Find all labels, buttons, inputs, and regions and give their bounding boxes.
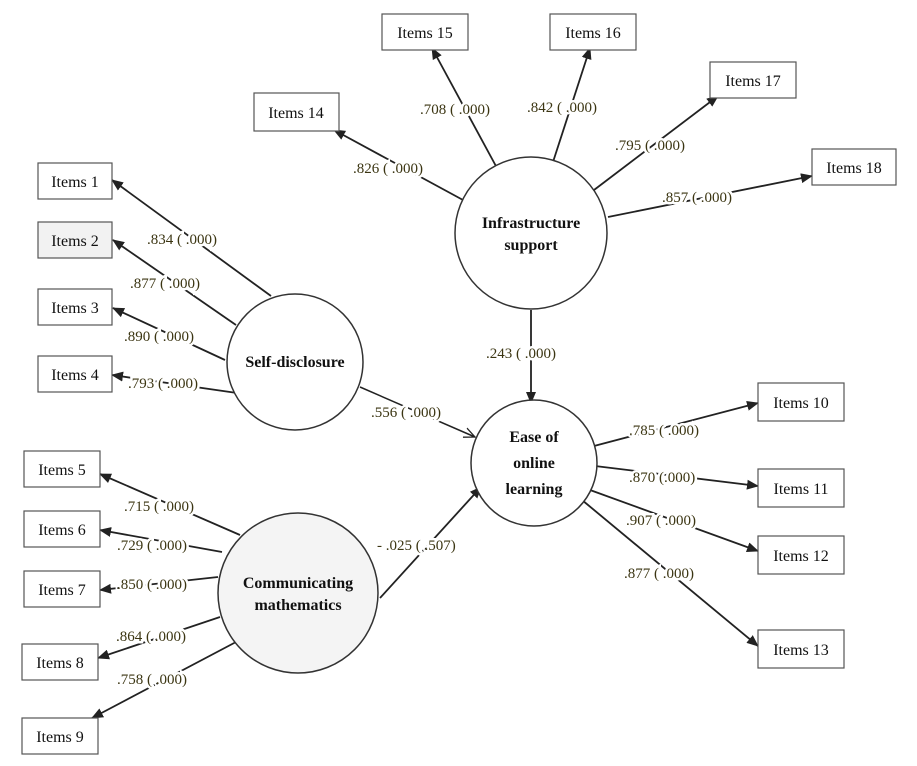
item-label: Items 7 bbox=[38, 582, 86, 599]
item-box-17: Items 17 bbox=[709, 61, 797, 99]
item-label: Items 17 bbox=[725, 73, 781, 90]
item-box-15: Items 15 bbox=[381, 13, 469, 51]
path-comm-item6 bbox=[99, 527, 223, 553]
item-box-3: Items 3 bbox=[37, 288, 113, 326]
path-self-item4 bbox=[111, 371, 238, 394]
item-label: Items 18 bbox=[826, 160, 882, 177]
latent-communicating-mathematics: Communicating mathematics bbox=[217, 512, 379, 674]
path-comm-item8 bbox=[97, 616, 221, 660]
path-self-item3 bbox=[112, 307, 226, 361]
latent-infrastructure-support: Infrastructure support bbox=[454, 156, 608, 310]
latent-label: Communicating bbox=[243, 575, 353, 592]
item-label: Items 5 bbox=[38, 462, 86, 479]
path-comm-to-ease bbox=[379, 486, 482, 599]
path-self-item2 bbox=[112, 239, 237, 326]
coef-item18: .857 ( .000) bbox=[662, 190, 732, 206]
coef-item5: .715 ( .000) bbox=[124, 499, 194, 515]
latent-self-disclosure: Self-disclosure bbox=[226, 293, 364, 431]
latent-label: support bbox=[504, 237, 558, 254]
item-box-12: Items 12 bbox=[757, 535, 845, 575]
path-ease-item13 bbox=[581, 499, 759, 647]
coef-item3: .890 ( .000) bbox=[124, 329, 194, 345]
coef-item13: .877 ( .000) bbox=[624, 566, 694, 582]
coef-item1: .834 ( .000) bbox=[147, 232, 217, 248]
path-comm-item7 bbox=[99, 576, 219, 594]
item-label: Items 10 bbox=[773, 395, 829, 412]
coef-self-to-ease: .556 ( .000) bbox=[371, 405, 441, 421]
latent-circle bbox=[217, 512, 379, 674]
latent-circle bbox=[470, 399, 598, 527]
path-infra-item16 bbox=[552, 47, 592, 163]
coef-item16: .842 ( .000) bbox=[527, 100, 597, 116]
path-infra-item14 bbox=[333, 129, 464, 201]
item-label: Items 6 bbox=[38, 522, 86, 539]
item-box-1: Items 1 bbox=[37, 162, 113, 200]
coef-item4: .793 ( .000) bbox=[128, 376, 198, 392]
latent-label: Self-disclosure bbox=[245, 354, 344, 371]
coef-item6: .729 ( .000) bbox=[117, 538, 187, 554]
item-box-6: Items 6 bbox=[23, 510, 101, 548]
item-box-4: Items 4 bbox=[37, 355, 113, 393]
item-box-8: Items 8 bbox=[21, 643, 99, 681]
item-label: Items 11 bbox=[774, 481, 829, 498]
coef-infra-to-ease: .243 ( .000) bbox=[486, 346, 556, 362]
item-box-11: Items 11 bbox=[757, 468, 845, 508]
paths bbox=[91, 47, 813, 719]
item-box-10: Items 10 bbox=[757, 382, 845, 422]
latent-label: learning bbox=[506, 481, 563, 498]
observed-items: Items 1 Items 2 Items 3 Items 4 Items 5 … bbox=[21, 13, 897, 755]
item-box-18: Items 18 bbox=[811, 148, 897, 186]
item-label: Items 15 bbox=[397, 25, 453, 42]
latent-circle bbox=[454, 156, 608, 310]
item-label: Items 3 bbox=[51, 300, 99, 317]
path-ease-item10 bbox=[593, 400, 759, 447]
item-label: Items 16 bbox=[565, 25, 621, 42]
coef-item12: .907 ( .000) bbox=[626, 513, 696, 529]
latent-circle bbox=[226, 293, 364, 431]
coef-item17: .795 ( .000) bbox=[615, 138, 685, 154]
path-self-to-ease bbox=[359, 386, 475, 437]
coef-item9: .758 ( .000) bbox=[117, 672, 187, 688]
item-box-13: Items 13 bbox=[757, 629, 845, 669]
latent-ease-of-online-learning: Ease of online learning bbox=[470, 399, 598, 527]
item-label: Items 12 bbox=[773, 548, 829, 565]
coef-item15: .708 ( .000) bbox=[420, 102, 490, 118]
item-box-9: Items 9 bbox=[21, 717, 99, 755]
item-box-7: Items 7 bbox=[23, 570, 101, 608]
path-comm-item5 bbox=[99, 473, 241, 536]
path-ease-item12 bbox=[589, 489, 759, 552]
path-comm-item9 bbox=[91, 641, 237, 719]
coef-item7: .850 ( .000) bbox=[117, 577, 187, 593]
coefficient-labels: .834 ( .000) .877 ( .000) .890 ( .000) .… bbox=[114, 98, 735, 691]
latent-constructs: Infrastructure support Self-disclosure E… bbox=[217, 156, 608, 674]
coef-item10: .785 ( .000) bbox=[629, 423, 699, 439]
latent-label: Ease of bbox=[509, 429, 559, 446]
latent-label: online bbox=[513, 455, 555, 472]
latent-label: Infrastructure bbox=[482, 215, 580, 232]
path-self-item1 bbox=[111, 179, 272, 297]
coef-item8: .864 ( .000) bbox=[116, 629, 186, 645]
item-label: Items 13 bbox=[773, 642, 829, 659]
coef-item2: .877 ( .000) bbox=[130, 276, 200, 292]
item-box-2: Items 2 bbox=[37, 221, 113, 259]
item-label: Items 4 bbox=[51, 367, 99, 384]
coef-item11: .870 (.000) bbox=[629, 470, 695, 486]
item-box-5: Items 5 bbox=[23, 450, 101, 488]
item-box-14: Items 14 bbox=[253, 92, 340, 132]
coef-item14: .826 ( .000) bbox=[353, 161, 423, 177]
item-label: Items 9 bbox=[36, 729, 84, 746]
path-infra-item15 bbox=[431, 47, 498, 169]
latent-label: mathematics bbox=[254, 597, 341, 614]
path-infra-item18 bbox=[607, 173, 813, 218]
item-label: Items 1 bbox=[51, 174, 99, 191]
coef-comm-to-ease: - .025 ( .507) bbox=[377, 538, 456, 554]
item-label: Items 2 bbox=[51, 233, 99, 250]
item-box-16: Items 16 bbox=[549, 13, 637, 51]
item-label: Items 8 bbox=[36, 655, 84, 672]
item-label: Items 14 bbox=[268, 105, 324, 122]
path-ease-item11 bbox=[594, 465, 759, 490]
path-infra-item17 bbox=[593, 95, 719, 191]
